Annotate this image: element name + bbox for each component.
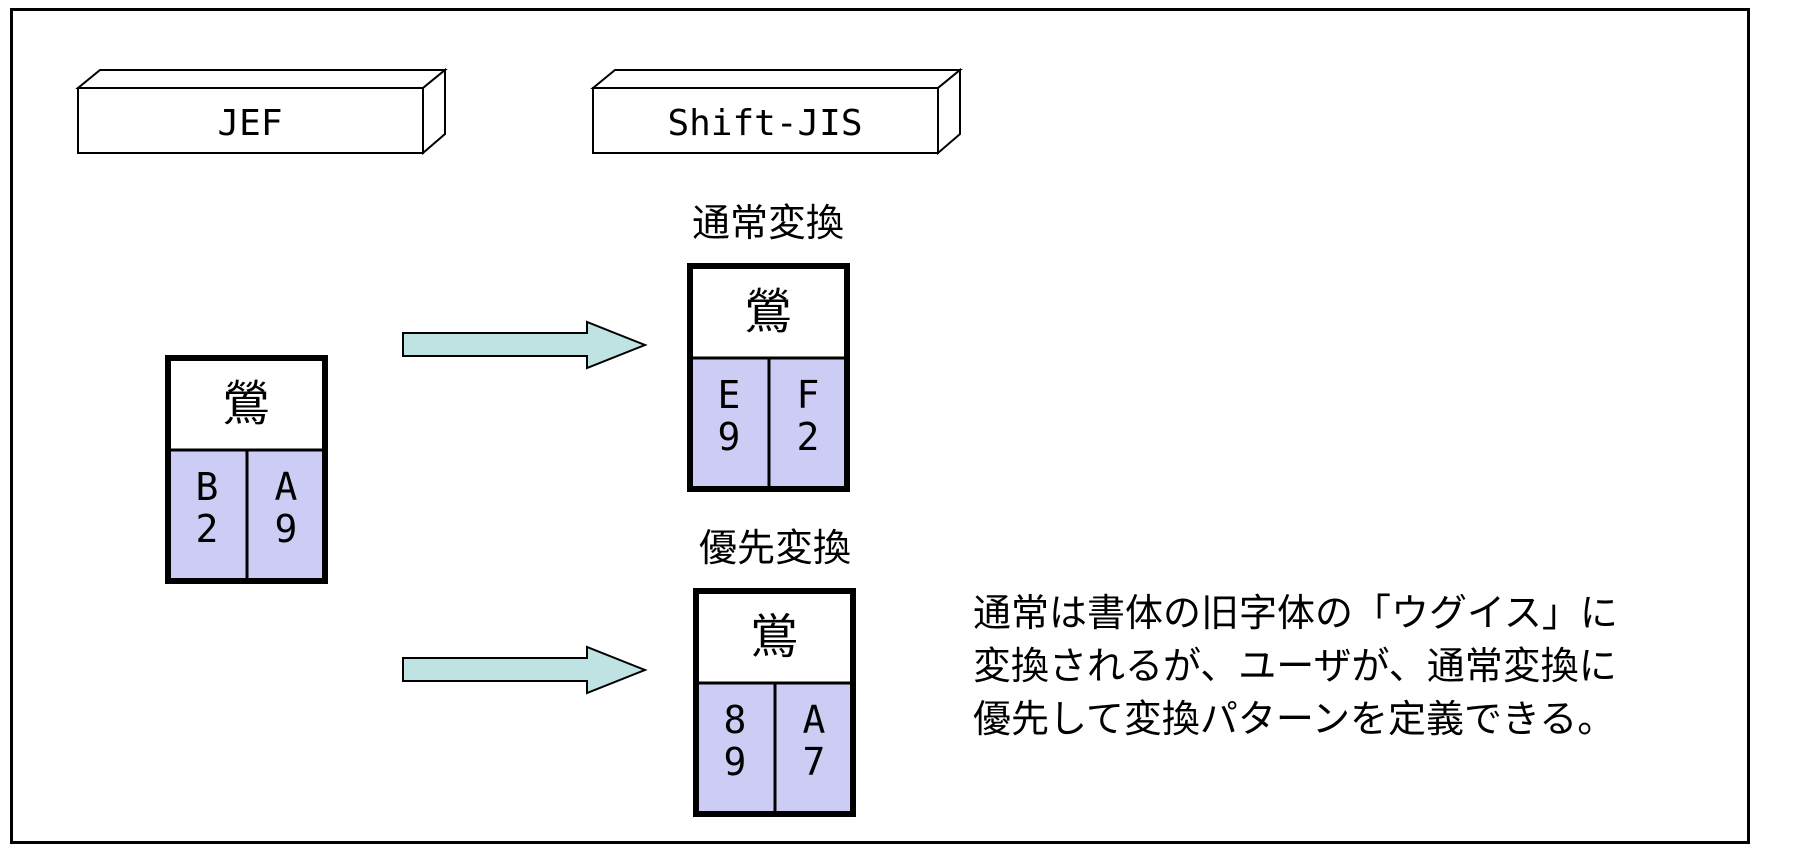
shiftjis-header-box: Shift-JIS	[590, 67, 963, 156]
jef-byte1-low: 2	[196, 507, 219, 551]
normal-byte2-high: F	[797, 373, 820, 417]
jef-char-card: 鶯 B 2 A 9	[165, 355, 328, 584]
normal-byte1-low: 9	[718, 415, 741, 459]
jef-byte1-cell	[168, 450, 247, 581]
priority-byte1-high: 8	[724, 698, 747, 742]
normal-glyph: 鶯	[744, 284, 792, 340]
note-line-1: 通常は書体の旧字体の「ウグイス」に	[973, 591, 1618, 635]
jef-byte1-high: B	[196, 465, 219, 509]
jef-header-label: JEF	[217, 103, 282, 144]
normal-conversion-card: 鶯 E 9 F 2	[687, 263, 850, 492]
normal-conversion-arrow	[402, 320, 648, 370]
normal-byte1-high: E	[718, 373, 741, 417]
shiftjis-header-label: Shift-JIS	[667, 103, 862, 144]
jef-byte2-high: A	[275, 465, 298, 509]
priority-conversion-arrow	[402, 645, 648, 695]
normal-byte1-cell	[690, 358, 769, 489]
priority-glyph: 鴬	[750, 609, 798, 665]
note-line-3: 優先して変換パターンを定義できる。	[973, 697, 1615, 741]
diagram-frame	[10, 8, 1750, 844]
normal-byte2-low: 2	[797, 415, 820, 459]
normal-byte2-cell	[769, 358, 847, 489]
normal-glyph-cell	[690, 266, 847, 358]
priority-byte1-cell	[696, 683, 775, 814]
jef-glyph-cell	[168, 358, 325, 450]
priority-byte2-high: A	[803, 698, 826, 742]
jef-glyph: 鶯	[222, 376, 270, 432]
priority-byte2-cell	[775, 683, 853, 814]
priority-conversion-title: 優先変換	[699, 526, 851, 570]
normal-conversion-title: 通常変換	[692, 201, 844, 245]
jef-byte2-cell	[247, 450, 325, 581]
priority-glyph-cell	[696, 591, 853, 683]
priority-byte1-low: 9	[724, 740, 747, 784]
jef-byte2-low: 9	[275, 507, 298, 551]
note-line-2: 変換されるが、ユーザが、通常変換に	[973, 644, 1617, 688]
priority-conversion-card: 鴬 8 9 A 7	[693, 588, 856, 817]
explanation-note: 通常は書体の旧字体の「ウグイス」に 変換されるが、ユーザが、通常変換に 優先して…	[973, 591, 1618, 741]
priority-byte2-low: 7	[803, 740, 826, 784]
jef-header-box: JEF	[75, 67, 448, 156]
